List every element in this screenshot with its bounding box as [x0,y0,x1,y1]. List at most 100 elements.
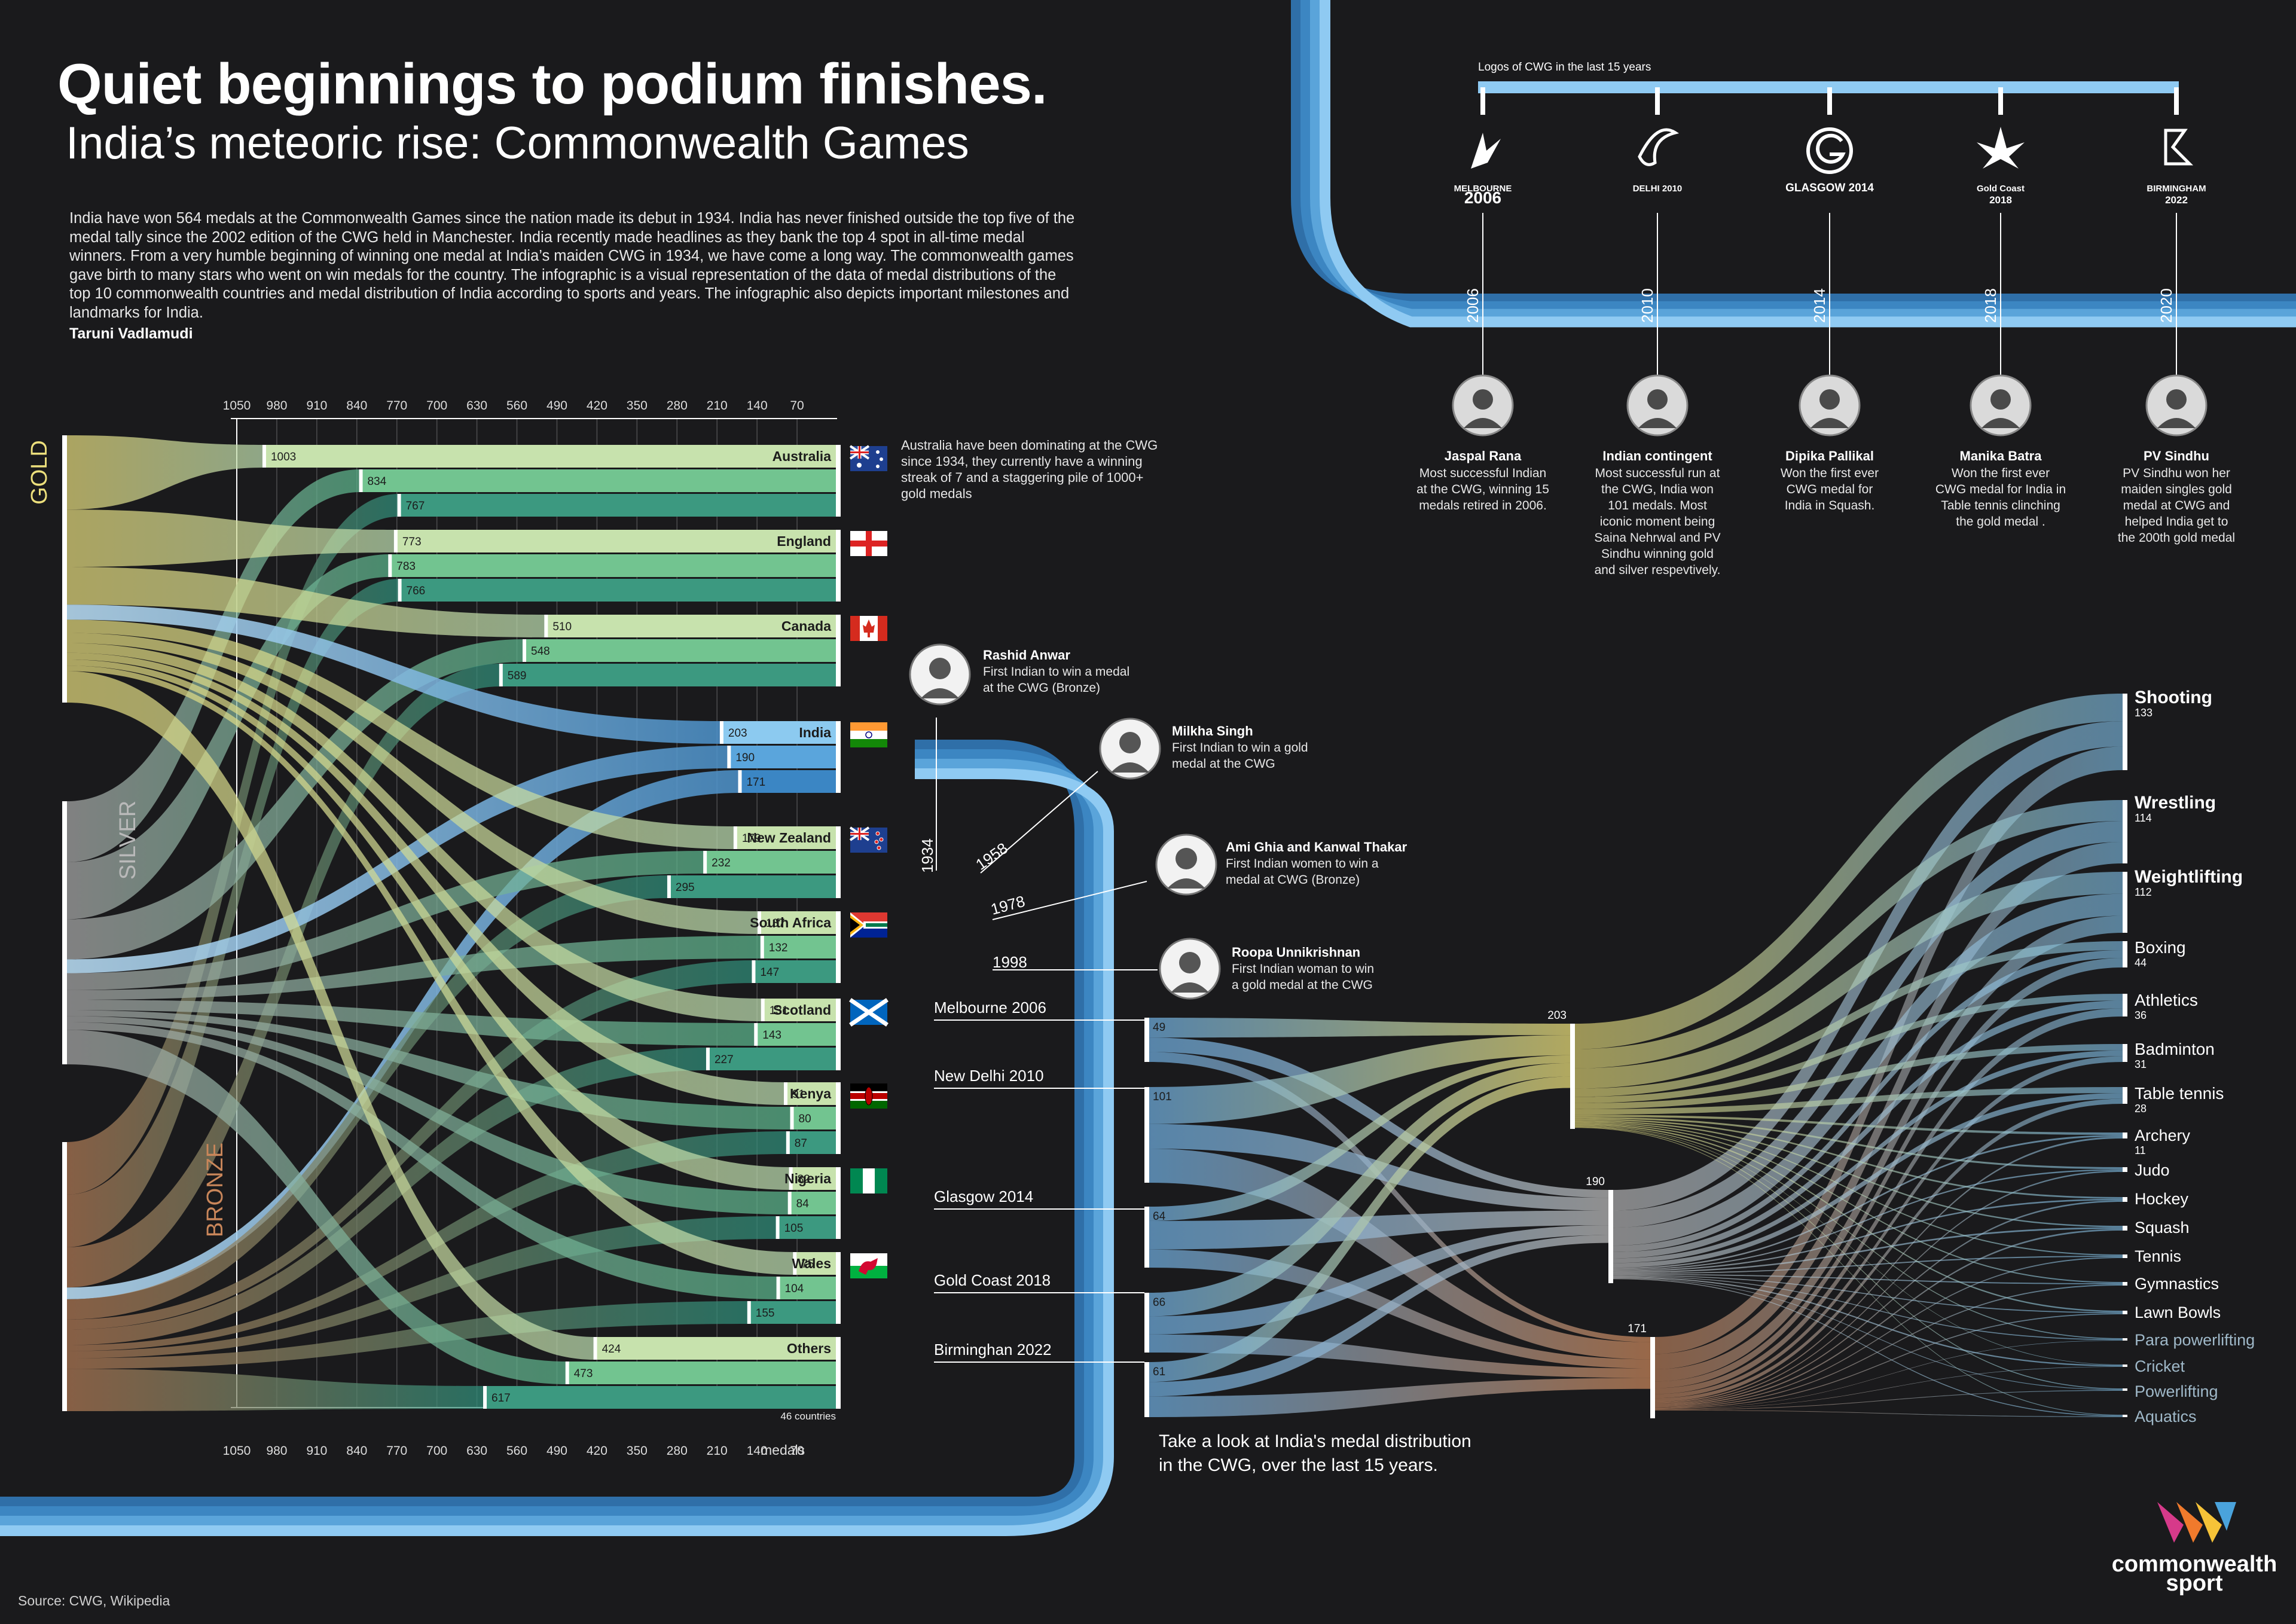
bar-silver [704,851,837,874]
medal-node-value: 171 [1628,1323,1647,1335]
milestone-name: Roopa Unnikrishnan [1232,945,1360,960]
medal-sport-flow [1655,1137,2123,1403]
flow-bronze [67,494,399,1195]
person-desc: helped India get to [2125,515,2228,529]
milestone-desc: medal at the CWG [1172,757,1275,771]
flag-scotland-icon [849,998,889,1027]
sport-name: Archery [2135,1127,2191,1144]
bar-value: 87 [795,1137,807,1150]
flow-silver [67,746,729,973]
person-name: Manika Batra [1960,448,2042,463]
person-desc: Won the first ever [1781,466,1879,480]
logo-tick [1655,87,1660,115]
person-desc: the 200th gold medal [2118,531,2235,545]
bar-silver [777,1277,837,1299]
portrait-body [1167,878,1205,889]
medal-sport-flow [1655,1056,2123,1399]
flag-part [877,845,881,850]
person-desc: Most successful run at [1595,466,1720,480]
edition-node [1144,1362,1149,1417]
flag-part [878,616,887,641]
milestone-leader [980,771,1098,874]
flow-bronze [67,1131,787,1351]
edition-medal-flow [1149,1334,1650,1378]
medal-sport-flow [1613,1255,2123,1274]
edition-name: Glasgow 2014 [934,1188,1033,1205]
axis-tick-top: 70 [790,399,804,413]
bar-value: 766 [407,585,426,597]
sport-count: 44 [2135,957,2147,969]
brand-line1: commonwealth [2112,1552,2277,1577]
bar-start-marker [593,1337,597,1360]
portrait-head [1119,732,1141,753]
bar-value: 104 [785,1283,804,1295]
flow-silver [67,1030,567,1384]
medal-sport-flow [1613,1277,2123,1390]
sport-name: Tennis [2135,1247,2181,1265]
flow-gold [67,671,595,1360]
australia-note-line: streak of 7 and a staggering pile of 100… [901,470,1143,485]
sport-count: 114 [2135,812,2152,824]
edition-value: 64 [1153,1210,1166,1223]
flow-gold [67,605,721,744]
edition-medal-flow [1149,1225,1608,1335]
brand-mark-3 [2196,1502,2222,1543]
bar-value: 105 [784,1222,804,1235]
australia-note-line: Australia have been dominating at the CW… [901,438,1158,453]
medal-sport-flow [1613,1275,2123,1341]
bar-end [836,826,841,898]
country-name: Kenya [790,1086,831,1101]
bar-bronze [748,1301,837,1324]
bar-start-marker [775,1216,780,1239]
flow-silver [67,554,390,920]
bar-bronze [777,1216,837,1239]
bar-bronze [500,664,837,686]
person-body [1638,418,1677,428]
edition-node [1144,1018,1149,1062]
flag-part [850,541,887,547]
medal-sport-flow [1575,1115,2123,1135]
bar-start-marker [747,1301,751,1324]
medal-node [1608,1190,1613,1283]
axis-tick-top: 560 [506,399,527,413]
medal-sport-flow [1655,1284,2123,1408]
flow-silver [67,639,524,960]
gold-coast-logo-icon [1977,127,2025,169]
edition-to-medal-flows [1149,1018,1650,1417]
milestone-desc: First Indian to win a gold [1172,741,1308,755]
medal-sport-flow [1655,841,2123,1369]
medal-sport-flow [1575,800,2123,1069]
axis-tick-bottom: 910 [306,1444,327,1458]
bar-value: 589 [508,670,527,682]
edition-medal-flow [1149,1018,1570,1038]
person-desc: Most successful Indian [1419,466,1546,480]
bar-value: 203 [728,727,747,740]
sport-node [2123,694,2127,770]
flag-england-icon [850,531,887,556]
medal-sport-flow [1613,1000,2123,1259]
medal-sport-flow [1655,1390,2123,1410]
bar-gold [762,999,837,1021]
flag-part [849,998,889,1027]
bar-start-marker [565,1362,569,1384]
edition-value: 66 [1153,1296,1165,1309]
pipe-lower-0 [0,740,1085,1507]
bar-bronze [707,1048,837,1070]
medal-sport-flow [1575,1044,2123,1109]
medal-node-bar [62,801,67,1064]
glasgow-logo-inner [1816,133,1846,164]
bar-start-marker [789,1167,793,1190]
axis-tick-bottom: 420 [587,1444,607,1458]
bar-gold [263,445,838,468]
flag-part [863,619,875,637]
milestone-year: 1978 [989,892,1027,918]
page-subtitle: India’s meteoric rise: Commonwealth Game… [66,118,969,169]
milestone-desc: First Indian woman to win [1232,962,1374,976]
bar-bronze [753,960,837,983]
medal-label-bronze: BRONZE [203,1143,228,1237]
pipe-lower-3 [0,768,1114,1536]
medal-node-value: 203 [1547,1009,1567,1022]
